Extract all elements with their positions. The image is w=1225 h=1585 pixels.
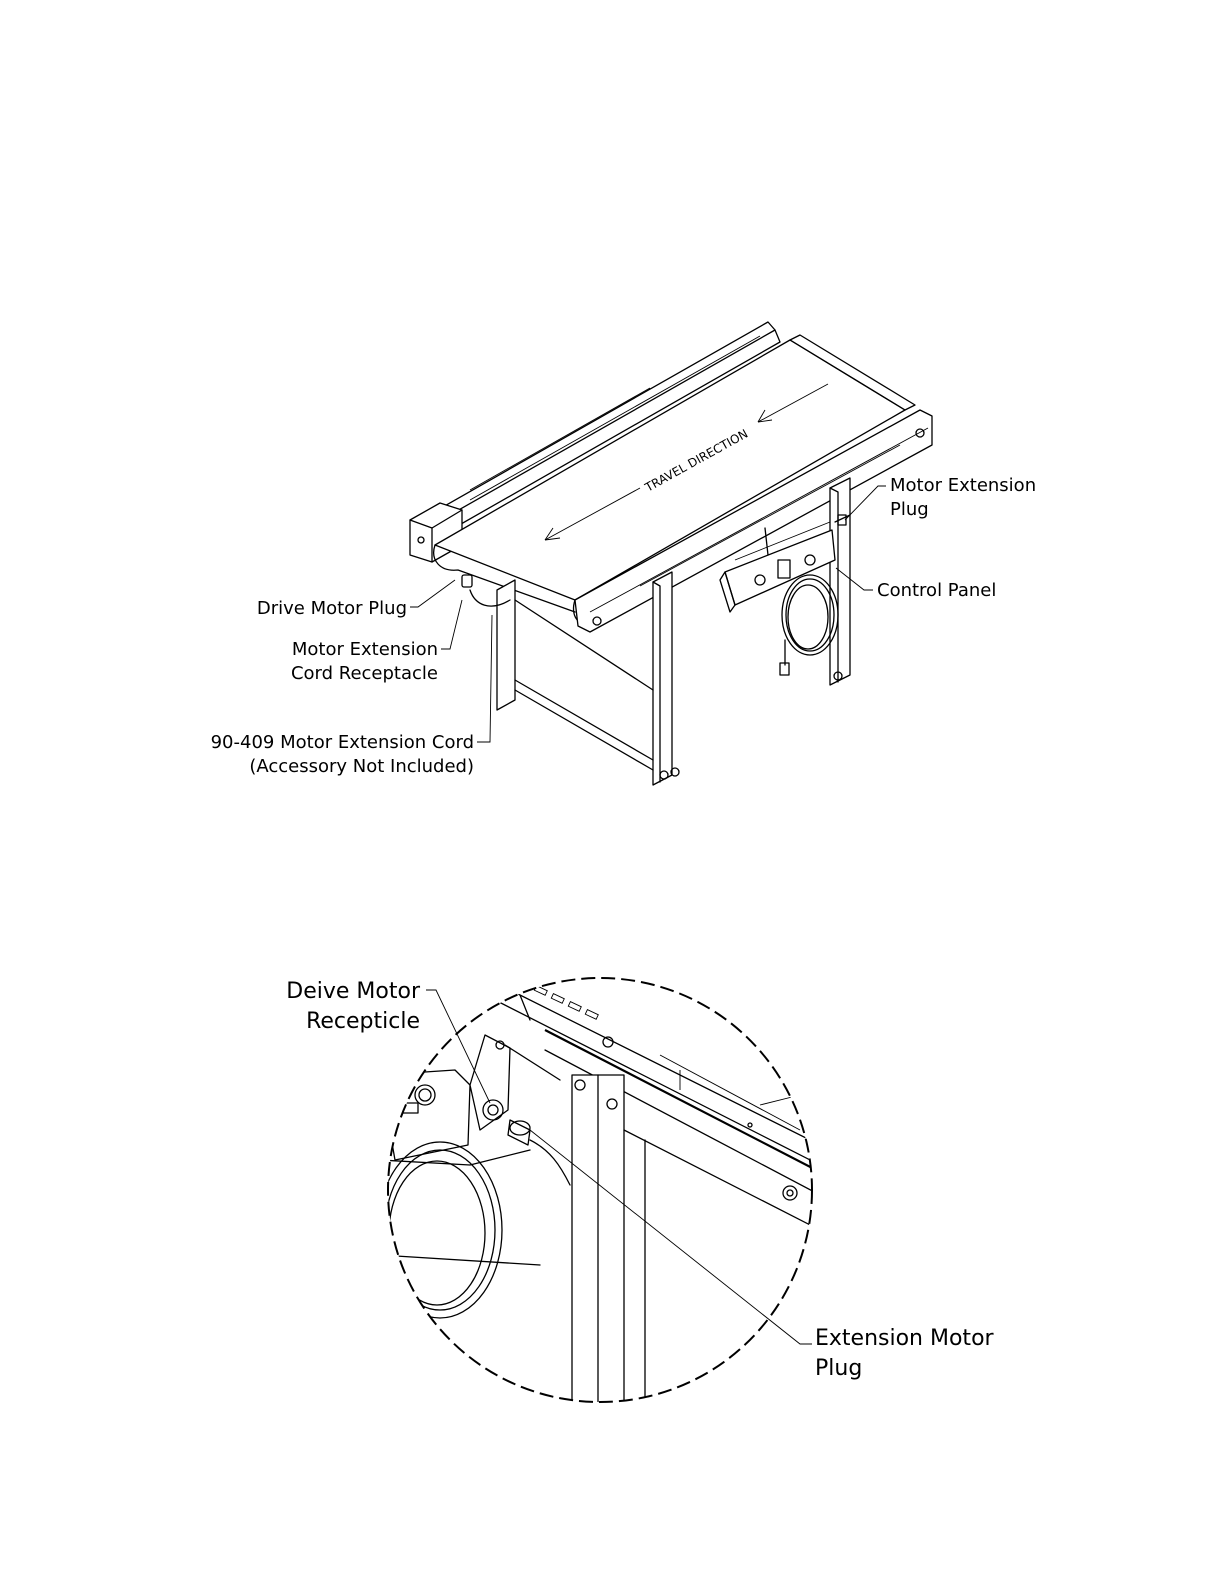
extension-cord-label-1: 90-409 Motor Extension Cord: [211, 732, 474, 753]
drive-motor-plug-label: Drive Motor Plug: [257, 598, 407, 619]
extension-cord-label-2: (Accessory Not Included): [249, 756, 474, 777]
extension-motor-plug-label-2: Plug: [815, 1356, 862, 1381]
control-panel-label: Control Panel: [877, 580, 996, 601]
detail-coiled-cord: [378, 1142, 502, 1318]
detail-view: [378, 978, 820, 1415]
conveyor-illustration: TRAVEL DIRECTION: [410, 322, 932, 785]
front-leg: [653, 572, 672, 785]
motor-extension-cord-receptacle-label-1: Motor Extension: [292, 639, 438, 660]
drive-motor-receptacle-label-1: Deive Motor: [286, 979, 421, 1004]
drive-motor-receptacle-label-2: Recepticle: [306, 1009, 420, 1034]
coiled-cord: [780, 575, 838, 675]
detail-extension-plug: [508, 1120, 570, 1185]
motor-extension-plug-label-1: Motor Extension: [890, 475, 1036, 496]
motor-extension-cord-receptacle-label-2: Cord Receptacle: [291, 663, 438, 684]
extension-motor-plug-label-1: Extension Motor: [815, 1326, 995, 1351]
motor-extension-plug-label-2: Plug: [890, 499, 929, 520]
